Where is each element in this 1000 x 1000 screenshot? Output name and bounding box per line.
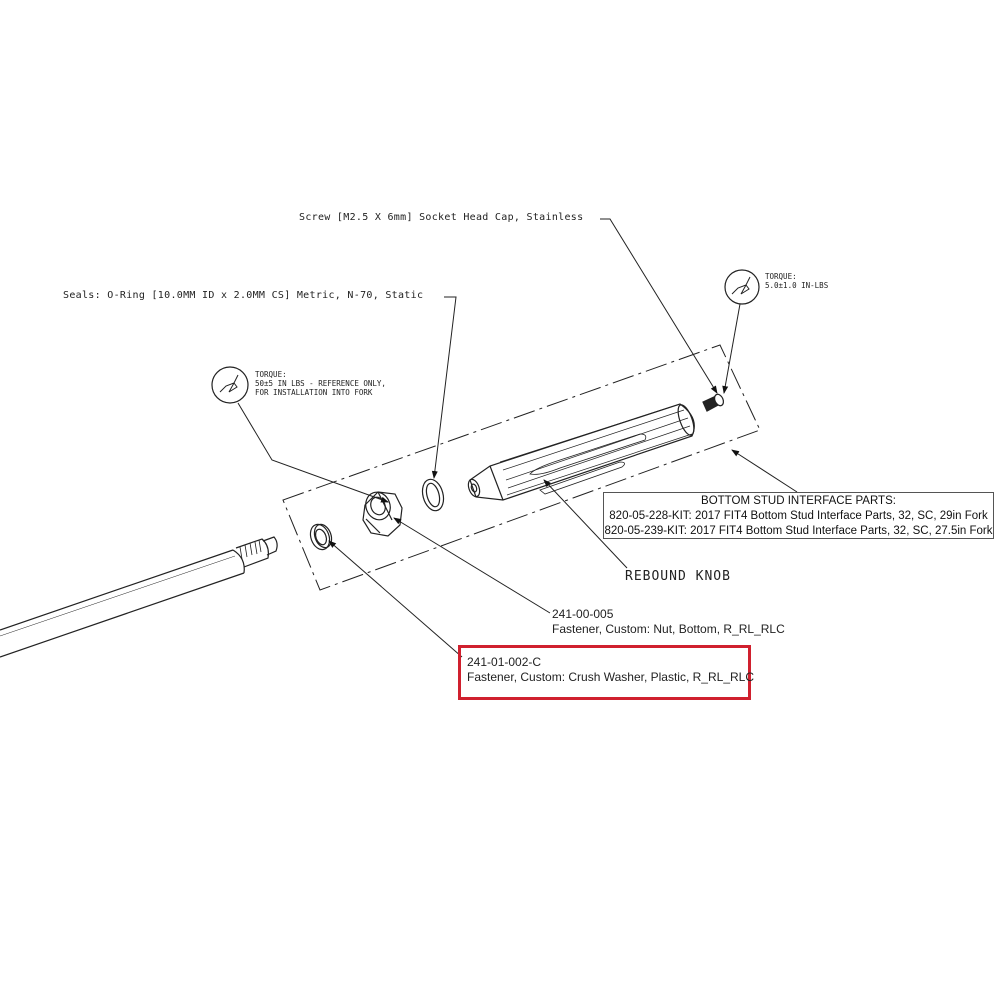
torque-title: TORQUE: bbox=[255, 370, 287, 379]
o-ring bbox=[421, 478, 445, 512]
torque-title: TORQUE: bbox=[765, 272, 797, 281]
washer-callout: 241-01-002-C Fastener, Custom: Crush Was… bbox=[467, 655, 754, 685]
nut-part-number: 241-00-005 bbox=[552, 607, 614, 621]
assembly-boundary bbox=[282, 344, 761, 591]
torque-wrench-icon-nut bbox=[211, 366, 249, 404]
torque-note: FOR INSTALLATION INTO FORK bbox=[255, 388, 373, 397]
kit-item-29in: 820-05-228-KIT: 2017 FIT4 Bottom Stud In… bbox=[609, 510, 988, 522]
nut-callout: 241-00-005 Fastener, Custom: Nut, Bottom… bbox=[552, 607, 785, 637]
torque-value: 50±5 IN LBS - REFERENCE ONLY, bbox=[255, 379, 386, 388]
torque-value: 5.0±1.0 IN-LBS bbox=[765, 281, 829, 290]
screw-label: Screw [M2.5 X 6mm] Socket Head Cap, Stai… bbox=[299, 212, 584, 223]
torque-screw-note: TORQUE:5.0±1.0 IN-LBS bbox=[765, 272, 828, 290]
kit-item-27-5in: 820-05-239-KIT: 2017 FIT4 Bottom Stud In… bbox=[604, 525, 993, 537]
washer-part-number: 241-01-002-C bbox=[467, 655, 542, 669]
highlight-box bbox=[458, 645, 751, 700]
kit-parts-box: BOTTOM STUD INTERFACE PARTS: 820-05-228-… bbox=[603, 492, 994, 539]
kit-title: BOTTOM STUD INTERFACE PARTS: bbox=[701, 495, 896, 507]
o-ring-label: Seals: O-Ring [10.0MM ID x 2.0MM CS] Met… bbox=[63, 290, 424, 301]
damper-shaft bbox=[0, 536, 278, 658]
crush-washer bbox=[309, 523, 333, 551]
torque-nut-note: TORQUE:50±5 IN LBS - REFERENCE ONLY,FOR … bbox=[255, 370, 386, 397]
rebound-knob bbox=[467, 403, 695, 501]
nut-description: Fastener, Custom: Nut, Bottom, R_RL_RLC bbox=[552, 622, 785, 636]
bottom-nut bbox=[362, 491, 403, 537]
rebound-knob-label: REBOUND KNOB bbox=[625, 569, 731, 584]
washer-description: Fastener, Custom: Crush Washer, Plastic,… bbox=[467, 670, 754, 684]
torque-wrench-icon-screw bbox=[724, 269, 760, 305]
socket-head-screw bbox=[702, 393, 725, 412]
